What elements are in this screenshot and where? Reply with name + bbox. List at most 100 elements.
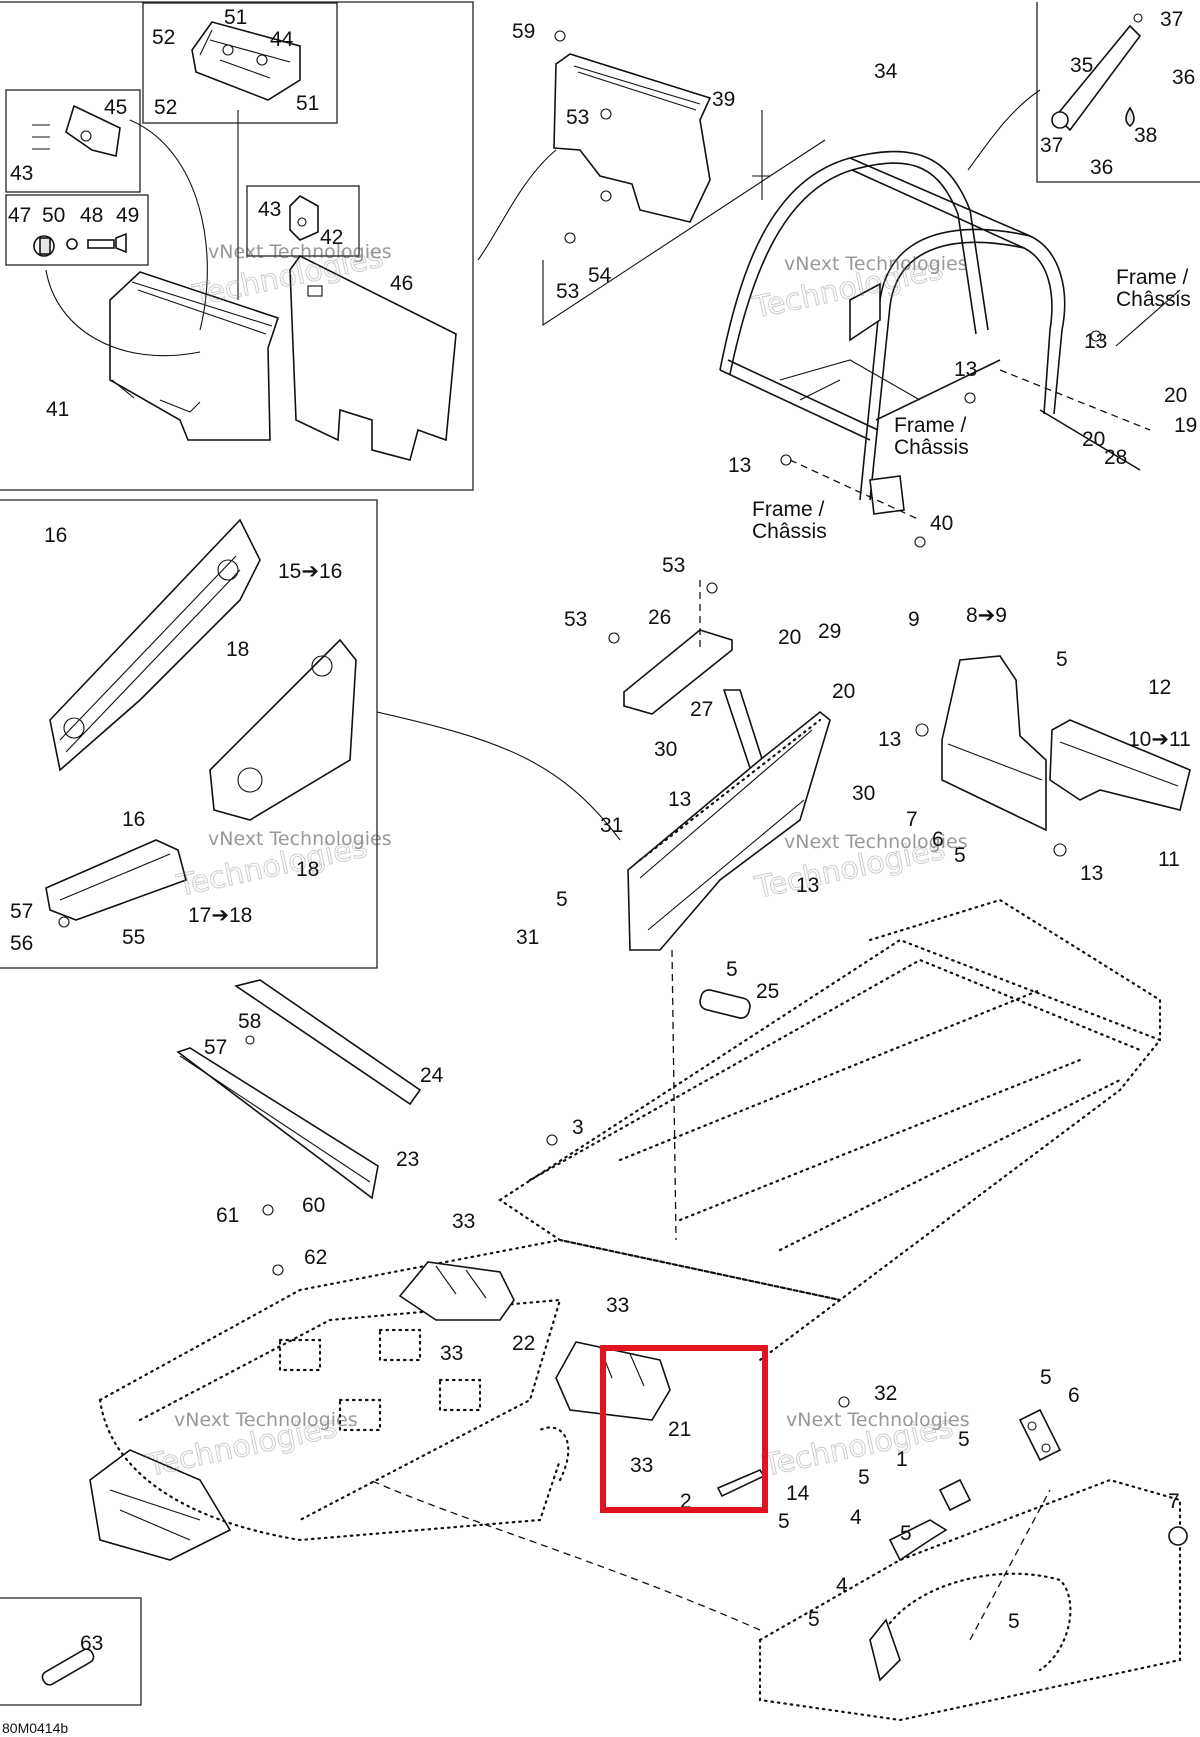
callout-label: 5 <box>958 1428 970 1451</box>
tube-25 <box>699 989 751 1019</box>
callout-label: 53 <box>556 280 579 303</box>
callout-label: 41 <box>46 398 69 421</box>
callout-label: 23 <box>396 1148 419 1171</box>
callout-label: 24 <box>420 1064 444 1087</box>
callout-label: 16 <box>44 524 67 547</box>
rear-suspension-parts <box>869 1408 1188 1682</box>
cover-23 <box>176 1047 379 1200</box>
callout-label: 9 <box>908 608 920 631</box>
callout-label: 19 <box>1174 414 1197 437</box>
callout-label: 22 <box>512 1332 535 1355</box>
bracket-45 <box>32 104 121 157</box>
callout-label: 15➔16 <box>278 560 342 583</box>
callout-label: 43 <box>258 198 281 221</box>
callout-label: 5 <box>1056 648 1068 671</box>
callout-label: 5 <box>858 1466 870 1489</box>
callout-label: 33 <box>630 1454 653 1477</box>
frame-label-line1: Frame / <box>1116 266 1189 289</box>
callout-label: 17➔18 <box>188 904 252 927</box>
callout-label: 50 <box>42 204 65 227</box>
inset-handle-35 <box>1036 2 1200 183</box>
callout-label: 13 <box>954 358 977 381</box>
callout-label: 30 <box>852 782 875 805</box>
callout-label: 45 <box>104 96 127 119</box>
callout-label: 35 <box>1070 54 1093 77</box>
callout-label: 53 <box>566 106 589 129</box>
callout-label: 14 <box>786 1482 810 1505</box>
cover-21 <box>555 1341 671 1421</box>
callout-label: 37 <box>1040 134 1063 157</box>
callout-label: 38 <box>1134 124 1157 147</box>
callout-label: 56 <box>10 932 33 955</box>
bracket-42 <box>289 195 319 241</box>
callout-label: 5 <box>1040 1366 1052 1389</box>
callout-label: 5 <box>556 888 568 911</box>
bracket-10-11 <box>1049 719 1191 811</box>
inset-hardware-47-50 <box>5 194 149 266</box>
callout-label: 5 <box>726 958 738 981</box>
inset-bracket-44 <box>142 2 338 124</box>
callout-label: 51 <box>296 92 319 115</box>
callout-label: 51 <box>224 6 247 29</box>
inset-part-63 <box>0 1597 142 1706</box>
main-chassis <box>89 898 1182 1722</box>
panel-18 <box>209 638 357 821</box>
leader-45 <box>129 119 208 331</box>
callout-label: 5 <box>808 1608 820 1631</box>
inset-bracket-45 <box>5 89 141 193</box>
watermark-text: vNext Technologies <box>786 1409 970 1431</box>
leader-side-panels <box>376 711 621 841</box>
watermark-text: vNext Technologies <box>174 1409 358 1431</box>
callout-label: 46 <box>390 272 413 295</box>
watermark-text: vNext Technologies <box>784 831 968 853</box>
handle-35 <box>1051 13 1143 132</box>
callout-label: 20 <box>1082 428 1105 451</box>
callout-label: 30 <box>654 738 677 761</box>
callout-label: 31 <box>600 814 623 837</box>
watermark-text: vNext Technologies <box>208 241 392 263</box>
leader-frame-1 <box>1115 289 1181 347</box>
part-63 <box>41 1648 95 1686</box>
frame-label-line2: Châssis <box>752 520 827 543</box>
callout-label: 54 <box>588 264 612 287</box>
callout-label: 53 <box>564 608 587 631</box>
callout-label: 32 <box>874 1382 897 1405</box>
panel-41 <box>109 271 280 441</box>
bracket-44 <box>191 21 301 101</box>
callout-label: 21 <box>668 1418 691 1441</box>
callout-label: 62 <box>304 1246 327 1269</box>
callout-label: 42 <box>320 226 343 249</box>
callout-label: 6 <box>932 828 944 851</box>
callout-label: 31 <box>516 926 539 949</box>
callout-label: 37 <box>1160 8 1183 31</box>
callout-label: 8➔9 <box>966 604 1007 627</box>
callout-label: 5 <box>778 1510 790 1533</box>
callout-label: 13 <box>796 874 819 897</box>
panel-46 <box>289 254 457 461</box>
callout-label: 34 <box>874 60 898 83</box>
lever-14 <box>716 1469 766 1498</box>
callout-label: 47 <box>8 204 31 227</box>
callout-label: 58 <box>238 1010 261 1033</box>
callout-label: 4 <box>850 1506 862 1529</box>
roll-cage-34 <box>719 150 1141 515</box>
callout-label: 57 <box>204 1036 227 1059</box>
callout-label: 13 <box>878 728 901 751</box>
callout-label: 18 <box>226 638 249 661</box>
bracket-8-9 <box>941 655 1047 832</box>
callout-label: 20 <box>1164 384 1187 407</box>
callout-label: 11 <box>1158 848 1180 871</box>
callout-label: 7 <box>1168 1490 1180 1513</box>
callout-label: 52 <box>154 96 177 119</box>
fasteners <box>58 30 1102 1408</box>
frame-rail-middle <box>627 710 831 951</box>
watermark-text: vNext Technologies <box>208 828 392 850</box>
callout-label: 63 <box>80 1632 103 1655</box>
callout-label: 5 <box>900 1522 912 1545</box>
callout-label: 57 <box>10 900 33 923</box>
callout-label: 3 <box>572 1116 584 1139</box>
callout-label: 36 <box>1090 156 1113 179</box>
cover-22 <box>398 1261 515 1321</box>
callout-label: 39 <box>712 88 735 111</box>
